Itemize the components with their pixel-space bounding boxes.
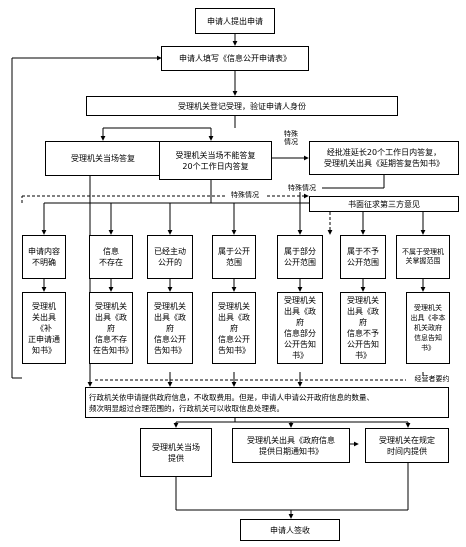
register-box: 受理机关登记受理，验证申请人身份 <box>86 96 398 116</box>
category-partial-public: 属于部分 公开范围 <box>277 235 323 279</box>
category-public-scope: 属于公开 范围 <box>212 235 256 279</box>
category-unclear: 申请内容 不明确 <box>22 235 66 279</box>
provide-info-box: 行政机关依申请提供政府信息，不收取费用。但是，申请人申请公开政府信息的数量、 频… <box>85 387 449 418</box>
fill-form-box: 申请人填写《信息公开申请表》 <box>161 46 309 71</box>
side-note-label: 经营者要约 <box>406 375 458 383</box>
answer-20days-box: 受理机关当场不能答复 20个工作日内答复 <box>159 141 272 180</box>
special-case-label-2: 特殊情况 <box>282 184 322 192</box>
start-box: 申请人提出申请 <box>195 8 275 34</box>
provide-onsite-box: 受理机关当场 提供 <box>140 428 212 477</box>
notice-not-public: 受理机关 出具《政府 信息不予 公开告知 书》 <box>340 292 386 364</box>
sign-box: 申请人签收 <box>240 519 340 541</box>
extend-box: 经批准延长20个工作日内答复， 受理机关出具《延期答复告知书》 <box>309 141 459 175</box>
provide-date-notice-box: 受理机关出具《政府信息 提供日期通知书》 <box>232 428 350 463</box>
notice-public-2: 受理机关 出具《政府 信息公开 告知书》 <box>212 292 256 364</box>
category-not-public: 属于不予 公开范围 <box>340 235 386 279</box>
notice-not-exist: 受理机关 出具《政府 信息不存 在告知书》 <box>89 292 133 364</box>
special-case-label-3: 特殊情况 <box>225 191 265 199</box>
category-already-public: 已经主动 公开的 <box>147 235 193 279</box>
answer-onsite-box: 受理机关当场答复 <box>45 141 161 176</box>
special-case-label-1: 特殊 情况 <box>279 130 303 146</box>
notice-partial-public: 受理机关 出具《政府 信息部分 公开告知 书》 <box>277 292 323 364</box>
category-not-exist: 信息 不存在 <box>89 235 133 279</box>
category-not-held: 不属于受理机 关掌握范围 <box>396 235 450 279</box>
notice-not-held: 受理机关 出具《非本 机关政府 信息告知 书》 <box>406 292 450 364</box>
notice-correction: 受理机 关出具《补 正申请通 知书》 <box>22 292 66 364</box>
notice-public-1: 受理机关 出具《政府 信息公开 告知书》 <box>147 292 193 364</box>
third-party-box: 书面征求第三方意见 <box>309 196 459 212</box>
provide-in-time-box: 受理机关在规定 时间内提供 <box>365 428 449 463</box>
